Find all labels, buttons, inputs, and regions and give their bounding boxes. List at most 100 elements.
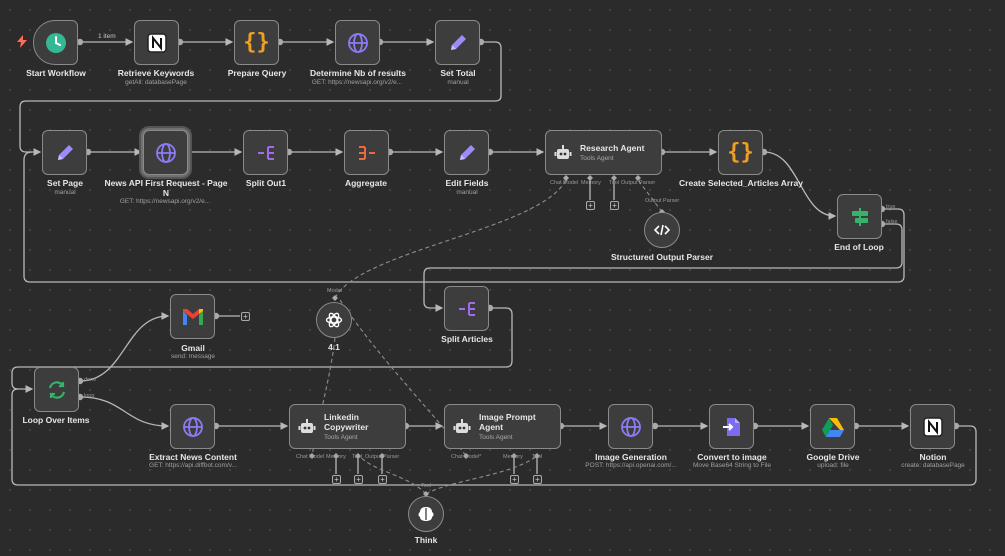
news-api-subtitle: GET: https://newsapi.org/v2/e...: [119, 198, 211, 205]
add-tool-button[interactable]: +: [610, 201, 619, 210]
node-structured-output-parser[interactable]: [644, 212, 680, 248]
linkedin-title: Linkedin Copywriter: [324, 412, 369, 432]
image-prompt-title: Image Prompt Agent: [479, 412, 536, 432]
dashed-think-imageprompt: [425, 455, 538, 495]
convert-title: Convert to image: [697, 452, 767, 462]
brain-icon: [417, 505, 435, 523]
if-icon: [849, 206, 871, 228]
node-start-workflow[interactable]: [33, 20, 78, 65]
imageprompt-port-memory: Memory: [503, 454, 523, 460]
linkedin-port-tool: Tool: [352, 454, 363, 460]
set-total-title: Set Total: [440, 68, 476, 78]
edit-fields-subtitle: manual: [456, 189, 478, 196]
start-workflow-title: Start Workflow: [26, 68, 86, 78]
pencil-icon: [456, 142, 478, 164]
notion-icon: [922, 416, 944, 438]
imageprompt-add-memory[interactable]: +: [510, 475, 519, 484]
set-page-title: Set Page: [47, 178, 83, 188]
clock-icon: [45, 32, 67, 54]
node-research-agent[interactable]: Research Agent Tools Agent: [545, 130, 662, 175]
split-icon: [456, 298, 478, 320]
loop-branch-label: loop: [84, 393, 95, 399]
node-split-articles[interactable]: [444, 286, 489, 331]
research-port-memory: Memory: [581, 180, 601, 186]
set-page-subtitle: manual: [54, 189, 76, 196]
imageprompt-port-tool: Tool: [532, 454, 543, 460]
gmail-icon: [182, 308, 204, 326]
node-set-page[interactable]: [42, 130, 87, 175]
node-think[interactable]: [408, 496, 444, 532]
node-extract-news-content[interactable]: [170, 404, 215, 449]
extract-news-title: Extract News Content: [149, 452, 237, 462]
gmail-subtitle: send: message: [170, 353, 216, 360]
google-drive-icon: [821, 417, 844, 437]
node-convert-to-image[interactable]: [709, 404, 754, 449]
imageprompt-add-tool[interactable]: +: [533, 475, 542, 484]
edge-endloop-true: [23, 151, 905, 283]
image-generation-subtitle: POST: https://api.openai.com/...: [585, 462, 677, 469]
node-end-of-loop[interactable]: [837, 194, 882, 239]
robot-icon: [453, 418, 471, 436]
edge-endloop-false: [423, 223, 903, 312]
node-set-total[interactable]: [435, 20, 480, 65]
node-edit-fields[interactable]: [444, 130, 489, 175]
gmail-title: Gmail: [181, 343, 205, 353]
prepare-query-title: Prepare Query: [227, 68, 287, 78]
dashed-model-research: [334, 179, 567, 299]
node-aggregate[interactable]: [344, 130, 389, 175]
node-google-drive[interactable]: [810, 404, 855, 449]
node-openai-model[interactable]: [316, 302, 352, 338]
retrieve-keywords-title: Retrieve Keywords: [117, 68, 195, 78]
node-image-prompt-agent[interactable]: Image Prompt Agent Tools Agent: [444, 404, 561, 449]
determine-nb-subtitle: GET: https://newsapi.org/v2/e...: [311, 79, 403, 86]
linkedin-add-parser[interactable]: +: [378, 475, 387, 484]
file-convert-icon: [721, 416, 743, 438]
node-loop-over-items[interactable]: [34, 367, 79, 412]
code-braces-icon: {}: [243, 30, 270, 55]
node-linkedin-copywriter[interactable]: Linkedin Copywriter Tools Agent: [289, 404, 406, 449]
end-of-loop-title: End of Loop: [834, 242, 884, 252]
node-split-out1[interactable]: [243, 130, 288, 175]
node-determine-nb[interactable]: [335, 20, 380, 65]
convert-subtitle: Move Base64 String to File: [692, 462, 772, 469]
edge-createsel-endloop: [763, 151, 837, 220]
model-4-1-title: 4.1: [328, 342, 340, 352]
node-create-selected-articles[interactable]: {}: [718, 130, 763, 175]
linkedin-add-tool[interactable]: +: [354, 475, 363, 484]
edge-settotal-setpage: [19, 41, 502, 156]
node-notion-create[interactable]: [910, 404, 955, 449]
think-title: Think: [414, 535, 438, 545]
research-agent-subtitle: Tools Agent: [580, 155, 614, 162]
globe-icon: [182, 416, 204, 438]
gmail-add-button[interactable]: +: [241, 312, 250, 321]
determine-nb-title: Determine Nb of results: [310, 68, 406, 78]
node-retrieve-keywords[interactable]: [134, 20, 179, 65]
node-news-api-first-request[interactable]: [143, 130, 188, 175]
notion-title: Notion: [919, 452, 947, 462]
loop-icon: [46, 379, 68, 401]
google-drive-title: Google Drive: [806, 452, 860, 462]
code-braces-icon: {}: [727, 140, 754, 165]
pencil-icon: [54, 142, 76, 164]
create-selected-title: Create Selected_Articles Array: [679, 178, 803, 188]
news-api-title: News API First Request - Page N: [104, 178, 228, 198]
robot-icon: [554, 144, 572, 162]
true-branch-label: true: [886, 204, 896, 210]
split-out1-title: Split Out1: [245, 178, 287, 188]
image-generation-title: Image Generation: [595, 452, 667, 462]
loop-over-items-title: Loop Over Items: [22, 415, 90, 425]
node-prepare-query[interactable]: {}: [234, 20, 279, 65]
false-branch-label: false: [886, 219, 898, 225]
node-gmail[interactable]: [170, 294, 215, 339]
linkedin-add-memory[interactable]: +: [332, 475, 341, 484]
edge-notion-loop: [11, 388, 977, 486]
aggregate-title: Aggregate: [344, 178, 388, 188]
aggregate-icon: [356, 142, 378, 164]
globe-icon: [620, 416, 642, 438]
add-memory-button[interactable]: +: [586, 201, 595, 210]
node-image-generation[interactable]: [608, 404, 653, 449]
research-port-output-parser: Output Parser: [621, 180, 656, 186]
linkedin-port-chat-model: Chat Model: [296, 454, 325, 460]
